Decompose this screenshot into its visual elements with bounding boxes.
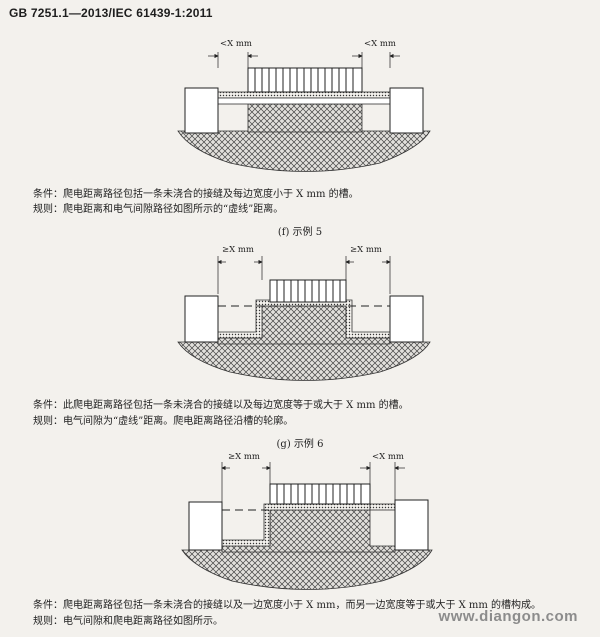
figure-5-rule: 规则：爬电距离和电气间隙路径如图所示的“虚线”距离。 [33,204,284,215]
conductor [269,279,347,303]
standard-header: GB 7251.1—2013/IEC 61439-1:2011 [9,6,213,20]
right-block [394,499,429,551]
figure-5-drawing: <X mm <X mm [177,39,431,172]
conductor [247,67,363,93]
figure-6-drawing: ≥X mm ≥X mm [177,245,431,381]
figure-7-condition: 条件：爬电距离路径包括一条未浇合的接缝以及一边宽度小于 X mm，而另一边宽度等… [33,600,542,611]
dim-left-label: <X mm [220,39,252,49]
base-body [247,103,363,133]
figure-example-7: ≥X mm <X mm [0,446,600,596]
dim-right-label: <X mm [372,452,404,462]
insulation-layer [217,97,391,105]
right-block [389,295,424,343]
dim-right-label: <X mm [364,39,396,49]
conductor [269,483,371,505]
dim-left-label: ≥X mm [222,245,254,255]
dim-right-label: ≥X mm [350,245,382,255]
dim-left-label: ≥X mm [228,452,260,462]
ground-mound [181,549,433,590]
left-block [188,501,223,551]
figure-7-drawing: ≥X mm <X mm [181,452,433,590]
unfilled-joint [217,91,391,99]
figure-example-6: ≥X mm ≥X mm [0,234,600,384]
ground-mound [177,341,431,381]
figure-6-caption: (g) 示例 6 [276,439,324,450]
figure-5-condition: 条件：爬电距离路径包括一条未浇合的接缝及每边宽度小于 X mm 的槽。 [33,189,359,200]
left-block [184,295,219,343]
left-block [184,87,219,134]
ground-mound [177,130,431,172]
figure-6-condition: 条件：此爬电距离路径包括一条未浇合的接缝以及每边宽度等于或大于 X mm 的槽。 [33,400,409,411]
figure-6-rule: 规则：电气间隙为“虚线”距离。爬电距离路径沿槽的轮廓。 [33,416,294,427]
figure-7-rule: 规则：电气间隙和爬电距离路径如图所示。 [33,616,223,627]
right-block [389,87,424,134]
figure-5-caption: (f) 示例 5 [277,227,323,238]
site-watermark: www.diangon.com [438,608,578,625]
figure-example-5: <X mm <X mm [0,28,600,178]
